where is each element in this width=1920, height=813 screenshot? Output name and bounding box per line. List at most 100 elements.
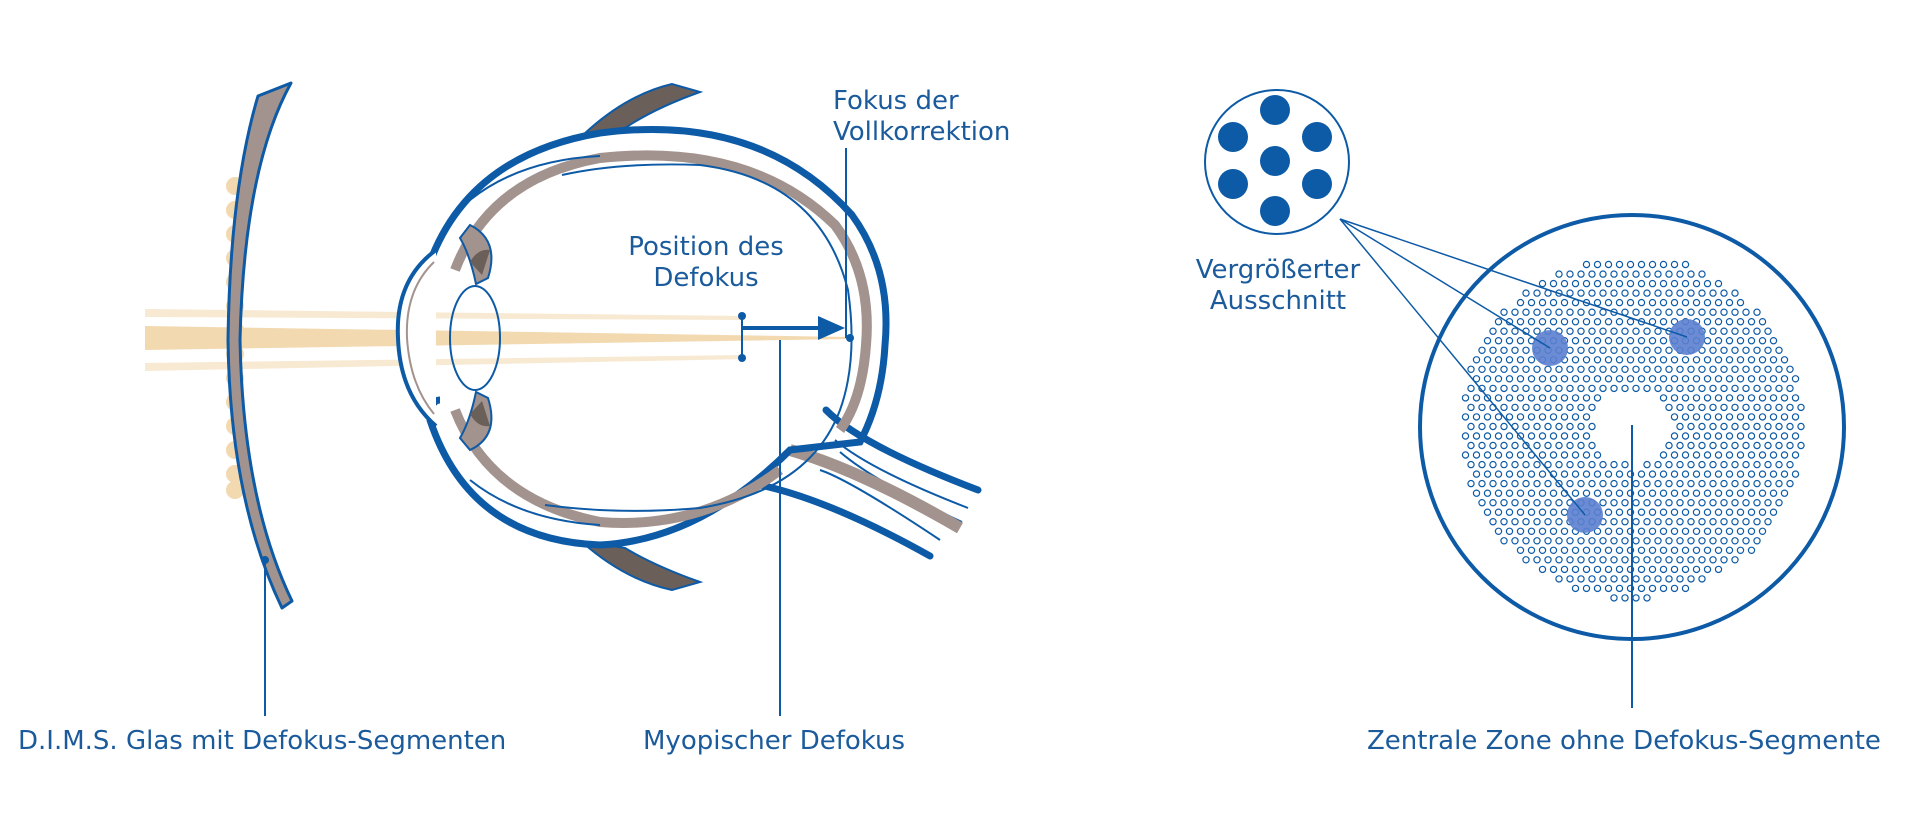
defocus-segment [1758, 451, 1767, 459]
defocus-segment [1593, 470, 1602, 478]
defocus-segment [1577, 384, 1585, 393]
defocus-segment [1780, 356, 1789, 364]
defocus-segment [1692, 489, 1701, 497]
defocus-segment [1615, 279, 1624, 288]
defocus-segment [1621, 537, 1629, 545]
defocus-segment [1764, 327, 1772, 335]
defocus-segment [1566, 575, 1574, 583]
defocus-segment [1791, 451, 1800, 459]
defocus-segment [1577, 289, 1585, 297]
defocus-segment [1494, 337, 1503, 345]
crystalline-lens [449, 285, 501, 391]
defocus-segment [1769, 413, 1778, 421]
defocus-segment [1610, 556, 1618, 564]
defocus-segment [1659, 394, 1668, 402]
defocus-segment [1643, 327, 1651, 335]
defocus-segment [1753, 365, 1761, 373]
defocus-segment [1538, 546, 1547, 555]
defocus-segment [1681, 565, 1690, 574]
defocus-segment [1670, 375, 1679, 383]
defocus-segment [1577, 556, 1585, 564]
defocus-segment [1764, 403, 1772, 412]
defocus-segment [1720, 422, 1728, 431]
defocus-segment [1714, 432, 1723, 440]
defocus-segment [1478, 479, 1486, 488]
defocus-segment [1626, 546, 1635, 555]
defocus-segment [1676, 384, 1684, 393]
defocus-segment [1483, 356, 1492, 364]
defocus-segment [1681, 279, 1690, 288]
defocus-segment [1560, 413, 1569, 421]
defocus-segment [1555, 384, 1563, 393]
defocus-segment [1533, 518, 1541, 526]
defocus-segment [1714, 298, 1723, 307]
defocus-segment [1665, 575, 1673, 583]
defocus-segment [1555, 518, 1563, 526]
defocus-segment [1670, 298, 1679, 307]
defocus-segment [1758, 527, 1767, 536]
main-light-beam [145, 326, 850, 350]
defocus-segment [1571, 356, 1580, 364]
defocus-segment [1786, 460, 1794, 469]
defocus-segment [1560, 565, 1569, 574]
defocus-segment [1780, 470, 1789, 478]
defocus-segment [1489, 441, 1497, 450]
defocus-segment [1709, 537, 1717, 545]
defocus-segment [1489, 479, 1497, 488]
defocus-segment [1483, 432, 1492, 440]
defocus-segment [1555, 460, 1563, 469]
defocus-segment [1709, 365, 1717, 373]
defocus-segment [1654, 384, 1662, 393]
defocus-segment [1610, 365, 1618, 373]
defocus-segment [1670, 546, 1679, 555]
defocus-segment [1588, 575, 1596, 583]
defocus-segment [1775, 441, 1783, 450]
defocus-segment [1632, 556, 1640, 564]
defocus-segment [1588, 384, 1596, 393]
defocus-segment [1654, 460, 1662, 469]
defocus-segment [1654, 327, 1662, 335]
defocus-segment [1511, 460, 1519, 469]
defocus-segment [1582, 565, 1591, 574]
defocus-segment [1676, 499, 1684, 507]
defocus-segment [1511, 327, 1519, 335]
defocus-segment [1615, 260, 1624, 269]
myopic-defocus-label: Myopischer Defokus [643, 726, 906, 756]
defocus-segment [1692, 375, 1701, 383]
defocus-segment [1599, 575, 1607, 583]
defocus-segment [1698, 308, 1706, 316]
defocus-segment [1670, 489, 1679, 497]
defocus-segment [1582, 489, 1591, 497]
defocus-segment [1538, 451, 1547, 459]
defocus-segment [1676, 289, 1684, 297]
defocus-segment [1670, 451, 1679, 459]
defocus-segment [1725, 413, 1734, 421]
defocus-segment [1714, 489, 1723, 497]
defocus-segment [1725, 298, 1734, 307]
defocus-segment [1494, 508, 1503, 516]
defocus-segment [1610, 499, 1618, 507]
defocus-segment [1720, 327, 1728, 335]
defocus-segment [1577, 308, 1585, 316]
defocus-segment [1780, 394, 1789, 402]
defocus-segment [1588, 460, 1596, 469]
defocus-segment [1621, 270, 1629, 278]
defocus-segment [1599, 384, 1607, 393]
defocus-segment [1478, 499, 1486, 507]
defocus-segment [1709, 308, 1717, 316]
full-correction-line1: Fokus der [833, 86, 959, 116]
defocus-segment [1533, 384, 1541, 393]
defocus-segment [1626, 375, 1635, 383]
defocus-segment [1736, 375, 1745, 383]
defocus-segment [1538, 508, 1547, 516]
defocus-segment [1742, 518, 1750, 526]
defocus-segment [1571, 584, 1580, 593]
defocus-segment [1555, 403, 1563, 412]
defocus-segment [1516, 508, 1525, 516]
defocus-segment [1522, 384, 1530, 393]
defocus-segment [1577, 537, 1585, 545]
defocus-segment [1599, 289, 1607, 297]
defocus-segment [1692, 451, 1701, 459]
defocus-segment [1703, 394, 1712, 402]
defocus-segment [1522, 365, 1530, 373]
